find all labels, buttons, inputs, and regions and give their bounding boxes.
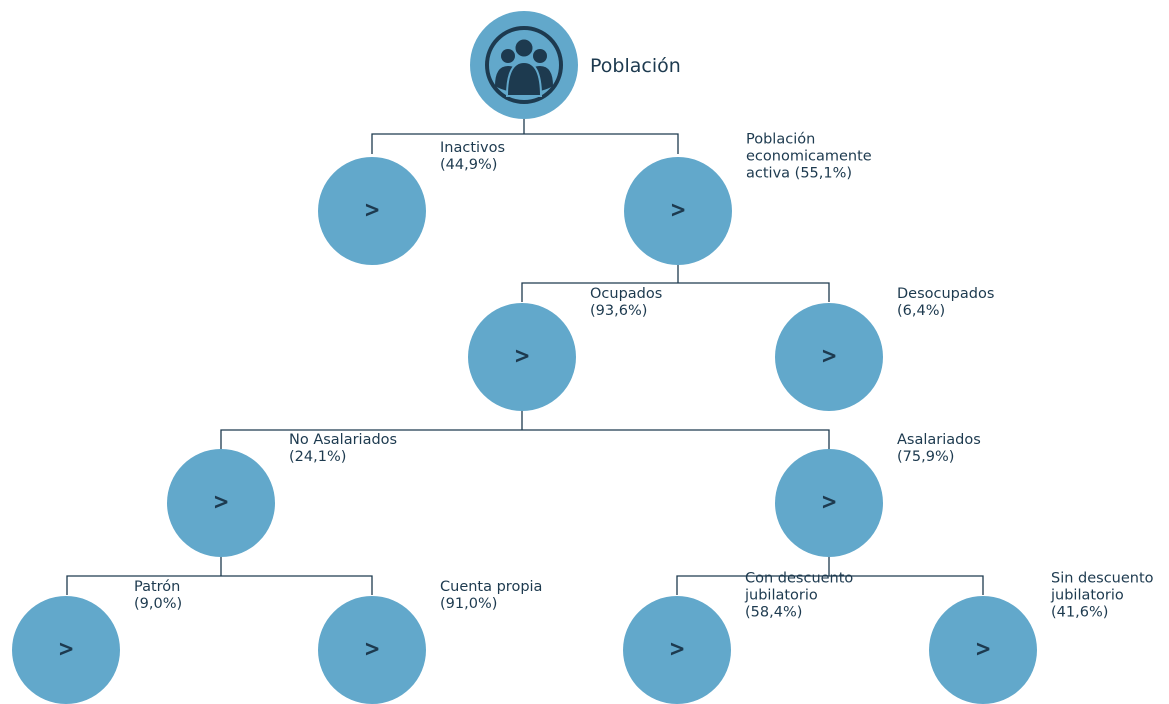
- node-percentage: (75,9%): [897, 449, 955, 465]
- node-name: Patrón: [134, 579, 181, 595]
- node-percentage: (91,0%): [440, 596, 498, 612]
- node-percentage: (58,4%): [745, 604, 803, 621]
- node-percentage: (55,1%): [794, 165, 853, 182]
- chevron-right-icon: >: [212, 490, 230, 515]
- chevron-right-icon: >: [820, 344, 838, 369]
- chevron-right-icon: >: [974, 637, 992, 662]
- node-percentage: (41,6%): [1051, 604, 1109, 621]
- node-percentage: (6,4%): [897, 303, 946, 319]
- node-label: Cuenta propia (91,0%): [440, 579, 600, 613]
- expand-button[interactable]: >: [318, 157, 426, 265]
- connector-ocupados: [220, 410, 830, 449]
- root-circle: [470, 11, 578, 119]
- chevron-right-icon: >: [57, 637, 75, 662]
- connector-pea: [521, 265, 830, 302]
- node-name: Población economicamente activa: [746, 131, 872, 182]
- node-percentage: (9,0%): [134, 596, 183, 612]
- expand-button[interactable]: >: [775, 303, 883, 411]
- expand-button[interactable]: >: [318, 596, 426, 704]
- expand-button[interactable]: >: [929, 596, 1037, 704]
- connector-root: [371, 119, 679, 154]
- expand-button[interactable]: >: [167, 449, 275, 557]
- connector-no-asalariados: [66, 557, 373, 595]
- node-name: Con descuento jubilatorio: [745, 570, 854, 604]
- chevron-right-icon: >: [669, 198, 687, 223]
- expand-button[interactable]: >: [12, 596, 120, 704]
- node-label: Patrón (9,0%): [134, 579, 294, 613]
- root-label: Población: [590, 55, 681, 77]
- node-label: Con descuento jubilatorio (58,4%): [745, 571, 875, 622]
- root-node-poblacion: Población: [470, 11, 681, 119]
- chevron-right-icon: >: [363, 198, 381, 223]
- node-label: Ocupados (93,6%): [590, 286, 750, 320]
- expand-button[interactable]: >: [623, 596, 731, 704]
- node-label: Sin descuento jubilatorio (41,6%): [1051, 571, 1169, 622]
- chevron-right-icon: >: [363, 637, 381, 662]
- node-label: Población economicamente activa (55,1%): [746, 132, 896, 183]
- expand-button[interactable]: >: [468, 303, 576, 411]
- node-name: Desocupados: [897, 286, 995, 302]
- node-percentage: (93,6%): [590, 303, 648, 319]
- node-name: Sin descuento jubilatorio: [1051, 570, 1154, 604]
- chevron-right-icon: >: [668, 637, 686, 662]
- node-name: Asalariados: [897, 432, 981, 448]
- node-label: No Asalariados (24,1%): [289, 432, 449, 466]
- expand-button[interactable]: >: [775, 449, 883, 557]
- node-label: Inactivos (44,9%): [440, 140, 600, 174]
- node-percentage: (44,9%): [440, 157, 498, 173]
- chevron-right-icon: >: [820, 490, 838, 515]
- node-label: Asalariados (75,9%): [897, 432, 1057, 466]
- chevron-right-icon: >: [513, 344, 531, 369]
- connector-asalariados: [676, 557, 984, 595]
- expand-button[interactable]: >: [624, 157, 732, 265]
- node-name: Ocupados: [590, 286, 663, 302]
- node-name: Inactivos: [440, 140, 506, 156]
- node-percentage: (24,1%): [289, 449, 347, 465]
- node-name: Cuenta propia: [440, 579, 543, 595]
- node-label: Desocupados (6,4%): [897, 286, 1057, 320]
- people-group-icon: [485, 26, 563, 104]
- node-name: No Asalariados: [289, 432, 398, 448]
